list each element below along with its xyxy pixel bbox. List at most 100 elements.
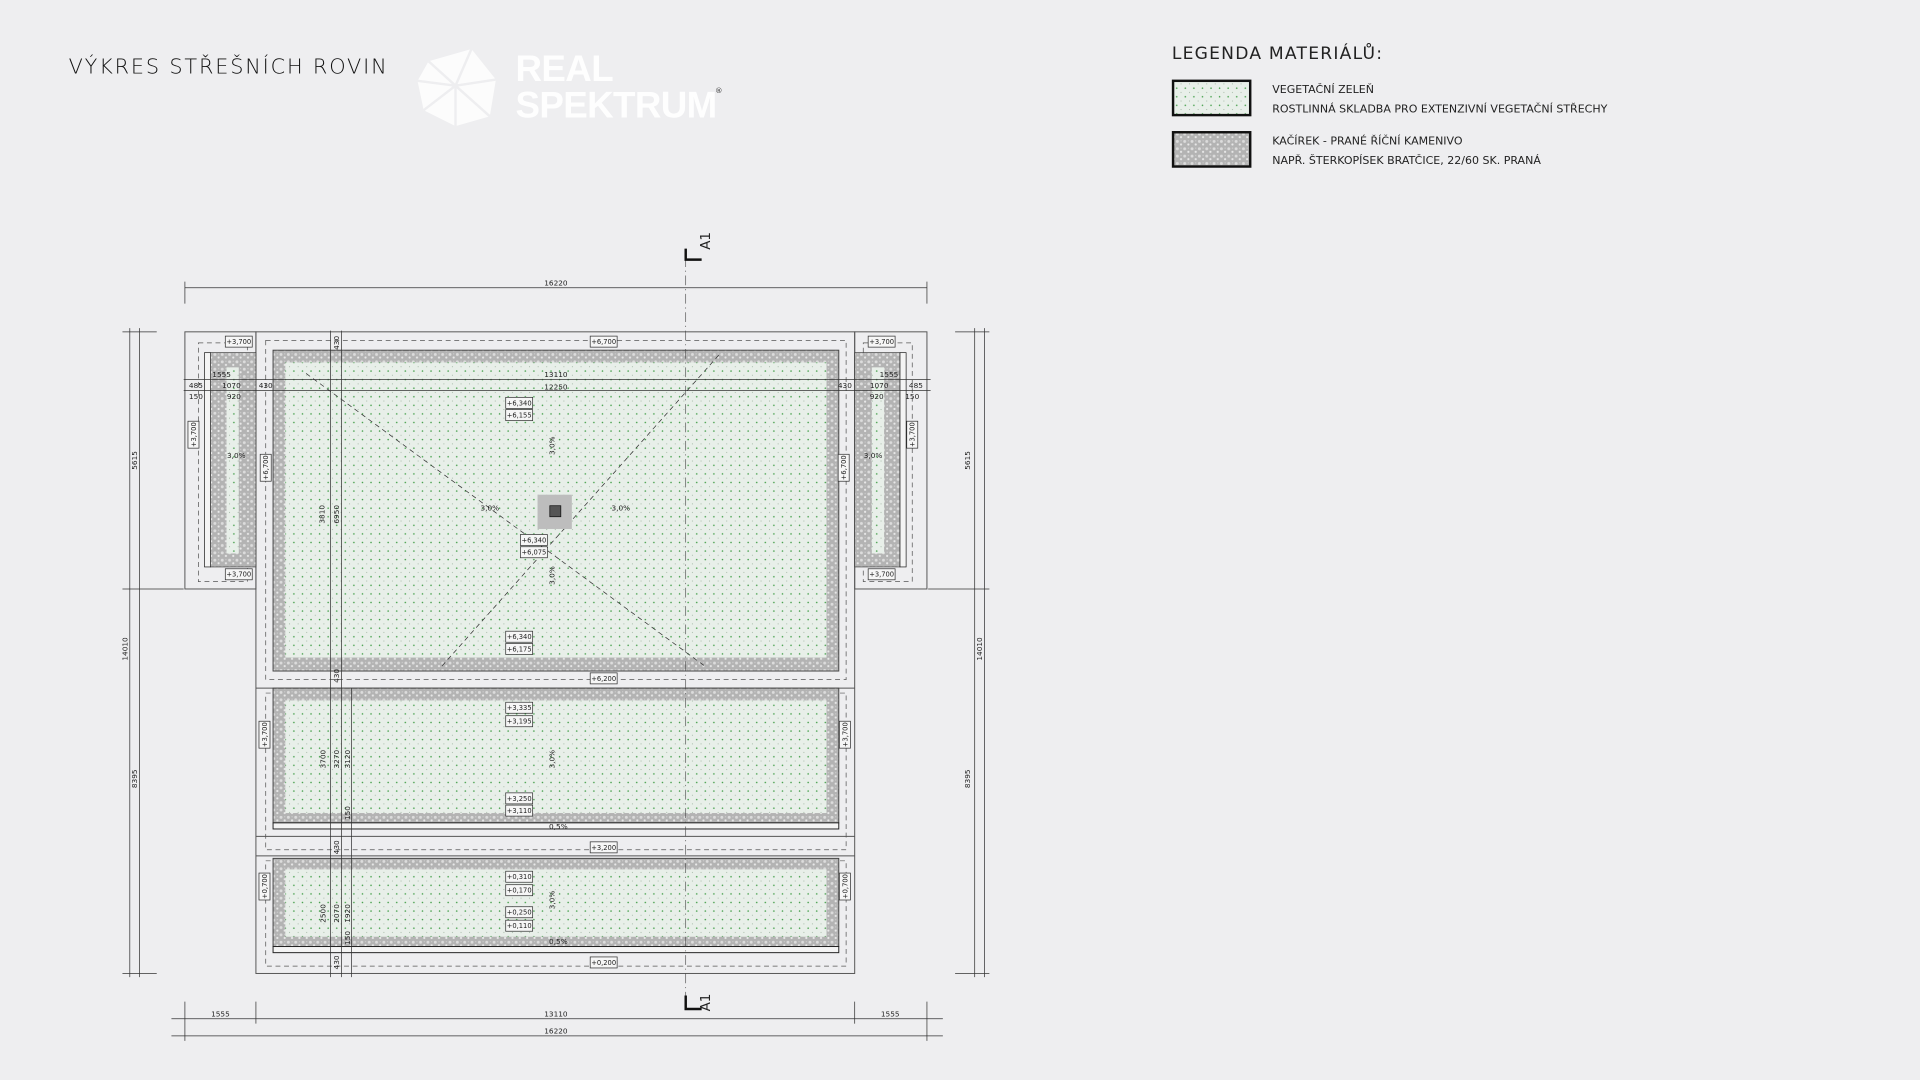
elevation-tag-box [839,720,851,749]
dimension-label: 150 [905,392,919,401]
dimension-label: 8395 [963,769,972,788]
dimension-label: 2070 [332,904,341,923]
elevation-label: +3,700 [909,422,917,447]
elevation-label: +6,175 [507,645,532,653]
slope-label: 3,0% [548,566,557,585]
elevation-label: +6,340 [521,536,546,544]
slope-label: 3,0% [548,750,557,769]
legend-swatch-vegetation [1171,79,1252,117]
elevation-tag-box [505,792,534,805]
section-mark-bottom: A1 [684,994,714,1012]
elevation-label: +3,700 [261,722,269,747]
elevation-label: +3,700 [841,722,849,747]
dimension-label: 14010 [120,637,129,661]
legend-item-name: KAČÍREK - PRANÉ ŘÍČNÍ KAMENIVO [1272,134,1463,147]
materials-legend: LEGENDA MATERIÁLŮ: VEGETAČNÍ ZELEŇ ROSTL… [1171,42,1608,168]
elevation-label: +0,310 [507,873,532,881]
elevation-tag-box [837,453,850,482]
watermark-line1: REAL [516,48,614,89]
elevation-label: +3,700 [226,571,251,579]
dimension-label: 430 [332,669,341,683]
elevation-tag-box [224,568,253,581]
elevation-label: +0,170 [507,887,532,895]
elevation-tag-box [867,335,896,348]
dimension-label: 16220 [544,278,568,287]
dimension-label: 12250 [544,382,568,391]
dimension-label: 150 [343,806,352,820]
elevation-label: +6,700 [262,455,270,480]
elevation-label: +6,340 [507,633,532,641]
elevation-label: +6,700 [840,455,848,480]
dimension-label: 5615 [130,451,139,470]
legend-item-description: NAPŘ. ŠTERKOPÍSEK BRATČICE, 22/60 SK. PR… [1272,154,1541,167]
elevation-tag-box [505,396,534,409]
roof-drain-icon [305,354,720,668]
slope-label: 3,0% [548,891,557,910]
dimension-label: 6950 [332,505,341,524]
dimension-label: 16220 [544,1026,568,1035]
slope-label: 3,0% [864,451,883,460]
elevation-label: +3,195 [507,718,532,726]
dimension-label: 1555 [880,370,899,379]
dimension-lines [122,281,990,1041]
watermark-line2: SPEKTRUM [516,85,717,126]
slope-label: 3,0% [548,436,557,455]
elevation-tag-box [505,630,534,643]
elevation-label: +0,200 [591,959,616,967]
elevation-label: +0,700 [841,874,849,899]
elevation-tag-box [589,956,618,969]
legend-swatch-gravel [1171,131,1252,168]
elevation-label: +6,200 [591,675,616,683]
dimension-label: 920 [870,392,884,401]
dimension-label: 3700 [319,750,328,769]
dimension-label: 14010 [975,637,984,661]
elevation-tag-box [505,715,534,728]
dimension-label: 1070 [222,381,241,390]
roof-middle [272,687,840,830]
elevation-tag-box [505,804,534,817]
elevation-tag-box [589,672,618,685]
elevation-label: +3,200 [591,844,616,852]
elevation-tag-box [867,568,896,581]
watermark-registered: ® [715,86,722,95]
elevation-tag-box [187,420,200,449]
elevation-label: +3,700 [869,338,894,346]
elevation-tag-box [906,420,919,449]
dimension-label: 1555 [881,1009,900,1018]
section-mark-label: A1 [699,232,714,250]
elevation-label: +3,700 [869,571,894,579]
slope-label: 0,5% [549,822,568,831]
dimension-label: 430 [332,336,341,350]
elevation-label: +6,155 [507,412,532,420]
section-mark-label: A1 [699,994,714,1012]
elevation-label: +6,075 [521,549,546,557]
dimension-label: 1555 [211,1009,230,1018]
dimension-label: 1920 [343,904,352,923]
elevation-label: +0,250 [507,909,532,917]
dimension-label: 430 [332,840,341,854]
elevation-tag-box [224,335,253,348]
elevation-tag-box [505,701,534,714]
elevation-tag-box [505,409,534,421]
elevation-label: +6,700 [591,338,616,346]
elevation-label: +3,335 [507,704,532,712]
elevation-label: +3,250 [507,795,532,803]
elevation-label: +3,110 [507,807,532,815]
elevation-label: +3,700 [226,338,251,346]
elevation-tag-box [589,335,618,348]
elevation-tag-box [589,841,618,854]
elevation-tag-box [520,546,548,559]
roof-lower [272,857,840,954]
dimension-label: 485 [909,381,923,390]
dimension-label: 3120 [343,750,352,769]
dimension-label: 150 [189,392,203,401]
dimension-label: 13110 [544,1009,568,1018]
elevation-label: +6,340 [507,399,532,407]
elevation-label: +0,700 [261,874,269,899]
slope-label: 3,0% [227,451,246,460]
dimension-label: 2500 [319,904,328,923]
slope-label: 0,5% [549,937,568,946]
elevation-tag-box [839,872,851,901]
slope-label: 3,0% [612,504,631,513]
